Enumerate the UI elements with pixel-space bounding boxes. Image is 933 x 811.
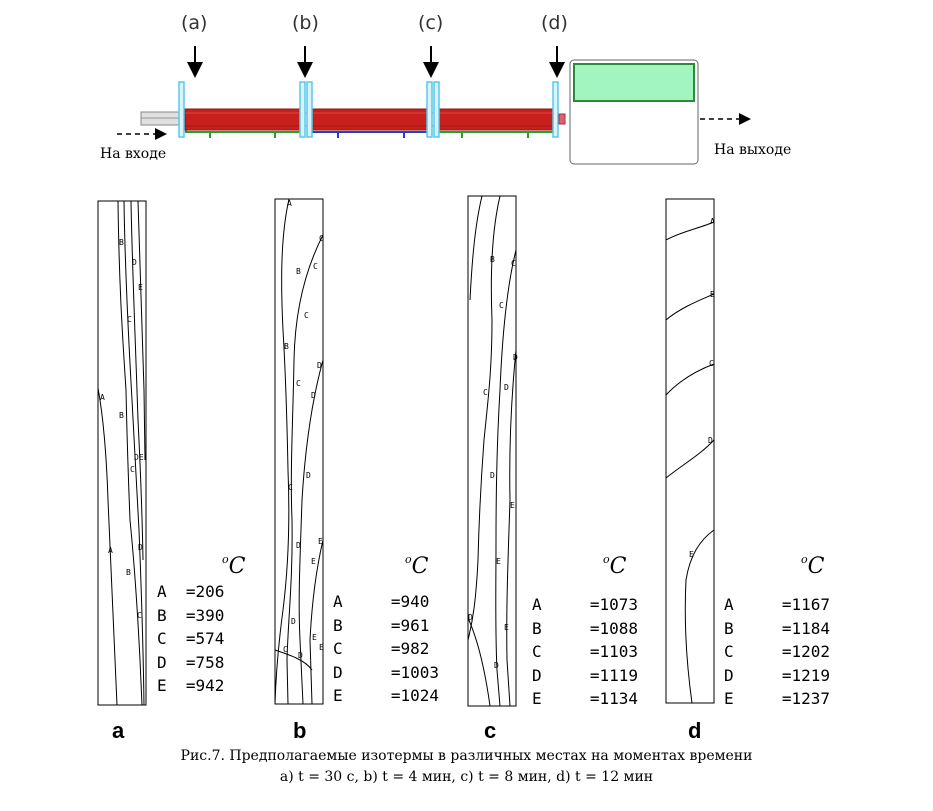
legend-row: A =206: [157, 582, 225, 601]
svg-text:D: D: [138, 543, 143, 552]
legend-row: E =942: [157, 676, 225, 695]
svg-text:D: D: [311, 391, 316, 400]
legend-row: B =961: [333, 615, 430, 635]
legend-row: B =1184: [724, 618, 830, 638]
svg-text:E: E: [319, 643, 324, 652]
svg-text:D: D: [291, 617, 296, 626]
isotherm-panel-c: B C C D D C D E E D E D: [467, 195, 518, 707]
svg-text:C: C: [296, 379, 301, 388]
svg-text:C: C: [319, 234, 324, 243]
svg-text:C: C: [511, 259, 516, 268]
svg-text:C: C: [288, 483, 293, 492]
svg-text:D: D: [468, 613, 473, 622]
legend-row: C =982: [333, 639, 430, 658]
svg-text:C: C: [127, 315, 132, 324]
svg-text:C: C: [313, 262, 318, 271]
tube-flanges: [178, 81, 566, 138]
legend-row: D =1003: [333, 662, 439, 682]
svg-text:A: A: [287, 199, 292, 208]
svg-text:C: C: [709, 359, 714, 368]
inlet-rod: [140, 111, 184, 126]
legend-row: D =758: [157, 652, 225, 672]
legend-row: E =1237: [724, 689, 830, 708]
svg-text:D: D: [296, 541, 301, 550]
svg-text:D: D: [298, 651, 303, 660]
svg-text:B: B: [490, 255, 495, 264]
isotherm-panel-b: A C C B C B D C D D C E D E D E C D E: [274, 198, 324, 705]
legend-c: A =1073 B =1088 C =1103 D =1119 E =1134: [532, 595, 638, 713]
svg-text:D: D: [513, 353, 518, 362]
caption-line-2: a) t = 30 с, b) t = 4 мин, c) t = 8 мин,…: [279, 769, 654, 785]
svg-text:D: D: [317, 361, 322, 370]
position-label-a: (a): [181, 12, 208, 34]
svg-text:B: B: [119, 238, 124, 247]
unit-label-d: oC: [801, 552, 825, 579]
inlet-label: На входе: [100, 146, 167, 162]
legend-row: C =1202: [724, 642, 830, 661]
legend-row: D =1219: [724, 665, 830, 685]
legend-row: A =1167: [724, 595, 830, 614]
position-arrows: [187, 46, 565, 78]
panel-letter-d: d: [688, 718, 702, 743]
svg-text:E: E: [311, 557, 316, 566]
legend-row: B =1088: [532, 618, 638, 638]
svg-text:C: C: [499, 301, 504, 310]
unit-label-b: oC: [405, 552, 429, 579]
svg-text:E: E: [504, 623, 509, 632]
svg-text:E: E: [318, 537, 323, 546]
svg-text:B: B: [119, 411, 124, 420]
position-label-b: (b): [292, 12, 319, 34]
legend-row: D =1119: [532, 665, 638, 685]
svg-text:C: C: [483, 388, 488, 397]
svg-text:D: D: [708, 436, 713, 445]
legend-a: A =206 B =390 C =574 D =758 E =942: [157, 582, 224, 700]
svg-text:D: D: [494, 661, 499, 670]
heated-tube: [184, 108, 558, 131]
legend-b: A =940 B =961 C =982 D =1003 E =1024: [333, 592, 439, 710]
outlet-chamber: [569, 59, 699, 165]
svg-text:E: E: [138, 283, 143, 292]
svg-text:C: C: [130, 465, 135, 474]
caption-line-1: Рис.7. Предполагаемые изотермы в различн…: [180, 748, 753, 764]
svg-text:E: E: [496, 557, 501, 566]
svg-text:D: D: [132, 258, 137, 267]
position-label-c: (c): [418, 12, 444, 34]
outlet-label: На выходе: [714, 142, 792, 158]
svg-text:B: B: [710, 290, 715, 299]
panel-letter-c: c: [484, 718, 497, 743]
svg-text:C: C: [283, 645, 288, 654]
unit-label-a: oC: [222, 552, 246, 579]
svg-text:A: A: [710, 217, 715, 226]
isotherm-panel-d: A B C D E: [665, 198, 715, 704]
legend-row: A =1073: [532, 595, 638, 614]
svg-text:E: E: [510, 501, 515, 510]
legend-d: A =1167 B =1184 C =1202 D =1219 E =1237: [724, 595, 830, 713]
legend-row: E =1024: [333, 686, 439, 705]
legend-row: E =1134: [532, 689, 638, 708]
svg-text:D: D: [504, 383, 509, 392]
svg-text:B: B: [126, 568, 131, 577]
svg-text:A: A: [108, 546, 113, 555]
svg-text:D: D: [490, 471, 495, 480]
isotherm-panel-a: B D E C A B DE C A D B C: [97, 200, 147, 706]
legend-row: A =940: [333, 592, 430, 611]
panel-letter-a: a: [112, 718, 125, 743]
legend-row: B =390: [157, 605, 225, 625]
position-label-d: (d): [541, 12, 568, 34]
unit-label-c: oC: [603, 552, 627, 579]
svg-text:E: E: [689, 550, 694, 559]
svg-text:B: B: [296, 267, 301, 276]
legend-row: C =574: [157, 629, 225, 648]
svg-text:DE: DE: [134, 453, 144, 462]
svg-text:D: D: [306, 471, 311, 480]
svg-text:C: C: [137, 611, 142, 620]
panel-letter-b: b: [293, 718, 307, 743]
legend-row: C =1103: [532, 642, 638, 661]
svg-text:A: A: [100, 393, 105, 402]
svg-text:E: E: [312, 633, 317, 642]
svg-text:C: C: [304, 311, 309, 320]
svg-text:B: B: [284, 342, 289, 351]
